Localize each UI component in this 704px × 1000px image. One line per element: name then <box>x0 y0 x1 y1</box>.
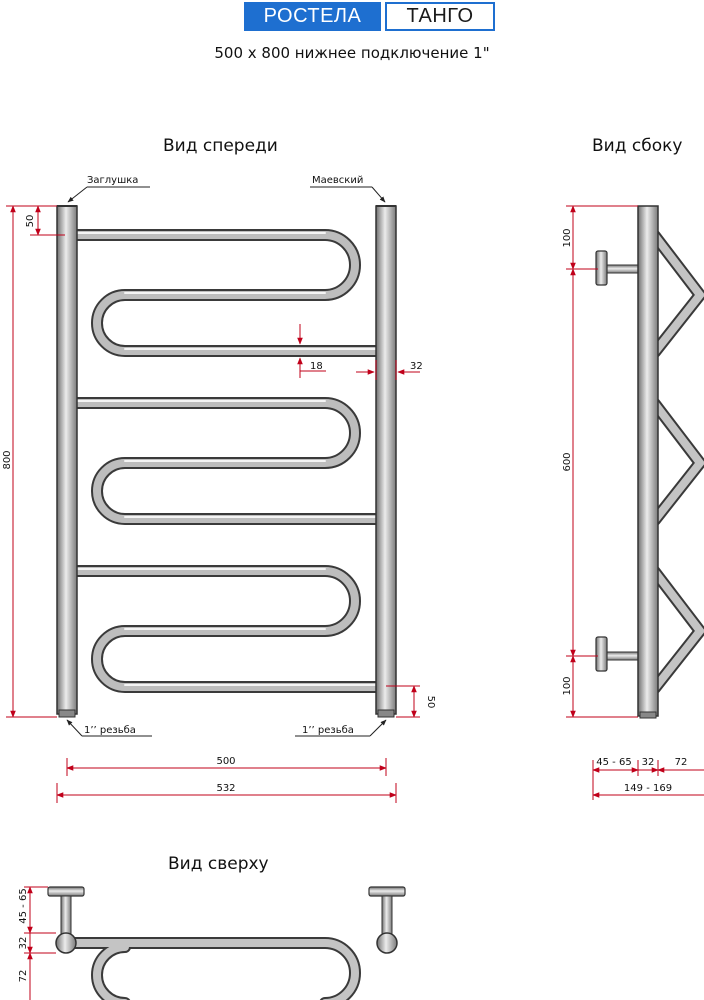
brand-logo: РОСТЕЛА <box>244 2 381 31</box>
top-view: 45 - 65 32 72 <box>18 886 406 1000</box>
side-riser <box>637 205 659 717</box>
top-dimensions <box>24 886 56 1000</box>
dim-side-top: 100 <box>562 228 573 247</box>
front-view-title: Вид спереди <box>163 136 278 156</box>
side-zigzag <box>649 230 704 694</box>
dim-top-depth: 72 <box>18 970 29 983</box>
dim-side-total: 149 - 169 <box>624 783 672 794</box>
top-riser-right <box>376 932 398 954</box>
left-riser <box>56 205 78 715</box>
front-view: Заглушка Маевский 1’’ резьба 1’’ резьба <box>2 175 436 803</box>
top-bracket-right <box>368 886 406 937</box>
model-name: ТАНГО <box>385 2 495 31</box>
dim-bottom-offset: 50 <box>425 696 436 709</box>
dim-side-depth: 72 <box>675 757 688 768</box>
dim-center-width: 500 <box>216 756 235 767</box>
right-thread <box>377 709 395 718</box>
dim-side-riser: 32 <box>642 757 655 768</box>
dim-top-offset: 50 <box>25 215 36 228</box>
side-dimensions <box>566 205 704 800</box>
thread-left-label: 1’’ резьба <box>84 725 136 736</box>
top-riser-left <box>55 932 77 954</box>
mayevsky-label: Маевский <box>312 175 363 186</box>
front-dimensions <box>6 205 420 803</box>
side-view-title: Вид сбоку <box>592 136 683 156</box>
wall-bracket-top <box>595 250 639 286</box>
dim-height: 800 <box>2 450 13 469</box>
dim-riser-dia: 32 <box>410 361 423 372</box>
right-riser <box>375 205 397 715</box>
top-bracket-left <box>47 886 85 937</box>
left-thread <box>58 709 76 718</box>
top-view-title: Вид сверху <box>168 854 269 874</box>
dim-side-middle: 600 <box>562 452 573 471</box>
serpentine-pipe <box>69 229 386 693</box>
top-serpentine <box>60 937 361 1000</box>
product-subtitle: 500 x 800 нижнее подключение 1" <box>214 44 490 62</box>
side-view: 100 600 100 45 - 65 32 72 149 - 169 <box>562 205 704 800</box>
dim-side-bottom: 100 <box>562 676 573 695</box>
thread-right-label: 1’’ резьба <box>302 725 354 736</box>
dim-side-wall-gap: 45 - 65 <box>596 757 631 768</box>
dim-total-width: 532 <box>216 783 235 794</box>
wall-bracket-bottom <box>595 636 639 672</box>
dim-pipe-dia: 18 <box>310 361 323 372</box>
plug-label: Заглушка <box>87 175 138 186</box>
dim-top-riser: 32 <box>18 937 29 950</box>
dim-top-wall-gap: 45 - 65 <box>18 888 29 923</box>
